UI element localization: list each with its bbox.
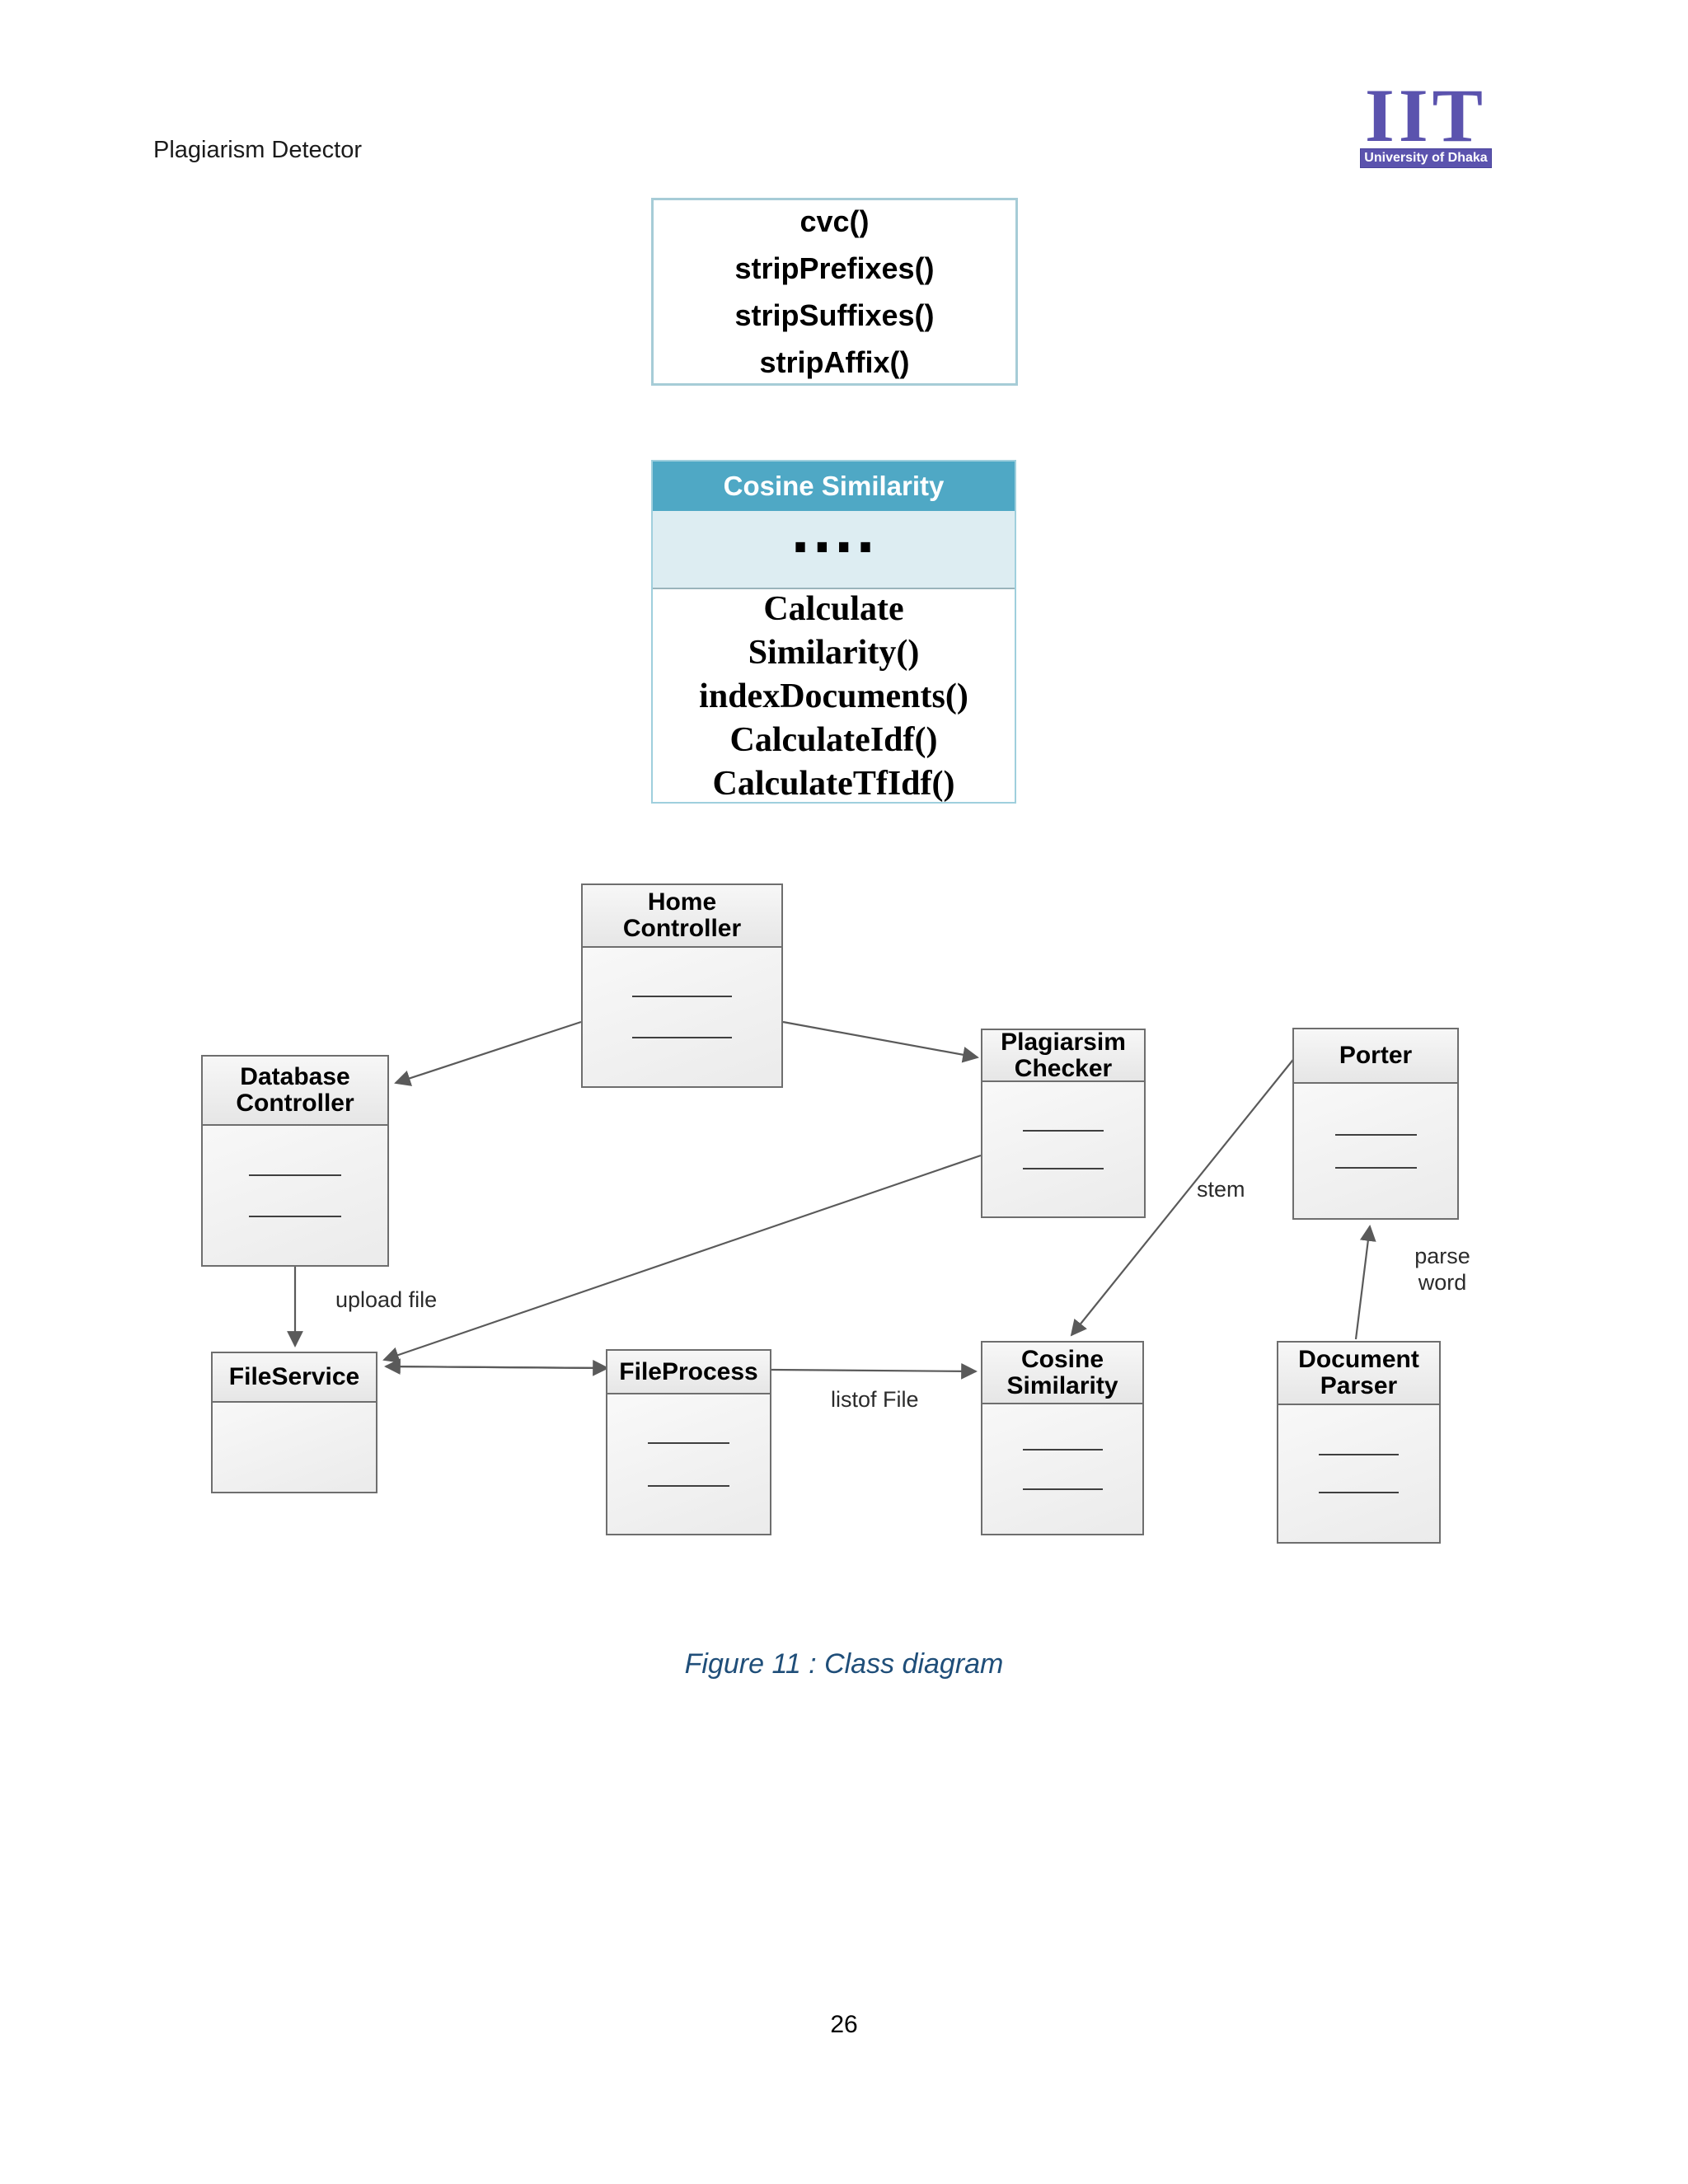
- class-attribute-line: [632, 996, 732, 997]
- iit-logo-acronym: IIT: [1365, 73, 1487, 157]
- class-attributes: [982, 1404, 1142, 1534]
- class-attributes: [583, 948, 781, 1086]
- class-box-cosine-similarity: Cosine Similarity: [981, 1341, 1144, 1535]
- connector-home-to-database: [394, 1020, 582, 1086]
- class-box-fileservice: FileService: [211, 1352, 377, 1493]
- cosine-method-line: Calculate: [763, 589, 904, 628]
- connector-plagiarsim-to-fileservice: [382, 1154, 982, 1363]
- cosine-attributes-section: ....: [653, 504, 1015, 589]
- class-title: Cosine Similarity: [982, 1343, 1142, 1404]
- class-title: Porter: [1294, 1029, 1457, 1084]
- connector-fileprocess-to-fileservice: [384, 1358, 608, 1376]
- iit-logo: IIT University of Dhaka: [1360, 73, 1492, 168]
- figure-caption: Figure 11 : Class diagram: [684, 1648, 1004, 1680]
- class-attributes: [1294, 1084, 1457, 1218]
- page-title: Plagiarism Detector: [153, 137, 363, 163]
- cosine-method-line: Similarity(): [748, 633, 920, 672]
- class-attributes: [213, 1403, 376, 1492]
- class-title-text: Home Controller: [622, 888, 742, 942]
- class-title-text: FileService: [228, 1363, 360, 1391]
- class-attribute-line: [1318, 1454, 1400, 1455]
- stemmer-method-line: stripPrefixes(): [734, 251, 935, 285]
- class-attribute-line: [1318, 1492, 1400, 1493]
- class-attribute-line: [1022, 1488, 1103, 1490]
- class-title: FileService: [213, 1353, 376, 1403]
- class-title-text: Plagiarsim Checker: [1001, 1028, 1126, 1082]
- class-title: Database Controller: [203, 1057, 387, 1126]
- class-attribute-line: [1334, 1166, 1417, 1169]
- class-box-document-parser: Document Parser: [1277, 1341, 1441, 1544]
- edge-label-stem: stem: [1197, 1177, 1245, 1202]
- stemmer-method-line: cvc(): [799, 204, 870, 238]
- class-title: Home Controller: [583, 885, 781, 948]
- stemmer-method-line: stripAffix(): [759, 345, 910, 379]
- class-attribute-line: [648, 1484, 729, 1487]
- stemmer-methods-box: cvc() stripPrefixes() stripSuffixes() st…: [651, 198, 1018, 386]
- cosine-class-title: Cosine Similarity: [653, 462, 1015, 511]
- class-title-text: Database Controller: [236, 1063, 354, 1117]
- connector-fileprocess-to-cosine-listof-file: [771, 1362, 978, 1380]
- edge-label-parse-word: parse word: [1414, 1244, 1470, 1296]
- class-attribute-line: [249, 1215, 341, 1217]
- class-attribute-line: [249, 1174, 341, 1176]
- class-attributes: [1278, 1405, 1439, 1542]
- edge-label-listof-file: listof File: [831, 1387, 919, 1412]
- cosine-methods-section: Calculate Similarity() indexDocuments() …: [653, 589, 1015, 804]
- cosine-method-line: CalculateIdf(): [729, 720, 938, 759]
- cosine-method-line: indexDocuments(): [699, 677, 968, 715]
- class-box-home-controller: Home Controller: [581, 883, 783, 1088]
- class-attribute-line: [1023, 1167, 1104, 1169]
- connector-docparser-to-porter-parse-word: [1354, 1225, 1376, 1340]
- edge-label-upload-file: upload file: [335, 1287, 438, 1312]
- class-attribute-line: [632, 1037, 732, 1038]
- class-attributes: [607, 1394, 770, 1534]
- iit-logo-banner: University of Dhaka: [1360, 148, 1492, 168]
- class-title-text: FileProcess: [619, 1357, 758, 1385]
- class-title-text: Document Parser: [1298, 1346, 1419, 1399]
- connector-home-to-plagiarsim: [782, 1020, 979, 1063]
- class-title: FileProcess: [607, 1351, 770, 1394]
- class-attribute-line: [1023, 1129, 1104, 1132]
- class-title-text: Porter: [1339, 1042, 1413, 1070]
- class-title: Plagiarsim Checker: [982, 1028, 1144, 1082]
- class-title-text: Cosine Similarity: [1006, 1345, 1118, 1399]
- connector-fileservice-to-fileprocess: [385, 1359, 609, 1376]
- stemmer-method-line: stripSuffixes(): [734, 298, 935, 332]
- class-attributes: [203, 1126, 387, 1265]
- class-box-plagiarsim-checker: Plagiarsim Checker: [981, 1029, 1146, 1218]
- class-box-porter: Porter: [1292, 1028, 1459, 1220]
- class-attribute-line: [1334, 1133, 1417, 1136]
- class-attribute-line: [648, 1441, 729, 1444]
- class-box-fileprocess: FileProcess: [606, 1349, 771, 1535]
- cosine-similarity-class-card: Cosine Similarity .... Calculate Similar…: [651, 460, 1016, 804]
- cosine-attributes-placeholder: ....: [790, 504, 878, 565]
- page-number: 26: [830, 2011, 858, 2038]
- class-title: Document Parser: [1278, 1343, 1439, 1405]
- class-attribute-line: [1022, 1448, 1103, 1451]
- cosine-method-line: CalculateTfIdf(): [712, 764, 955, 803]
- class-box-database-controller: Database Controller: [201, 1055, 389, 1267]
- class-attributes: [982, 1082, 1144, 1216]
